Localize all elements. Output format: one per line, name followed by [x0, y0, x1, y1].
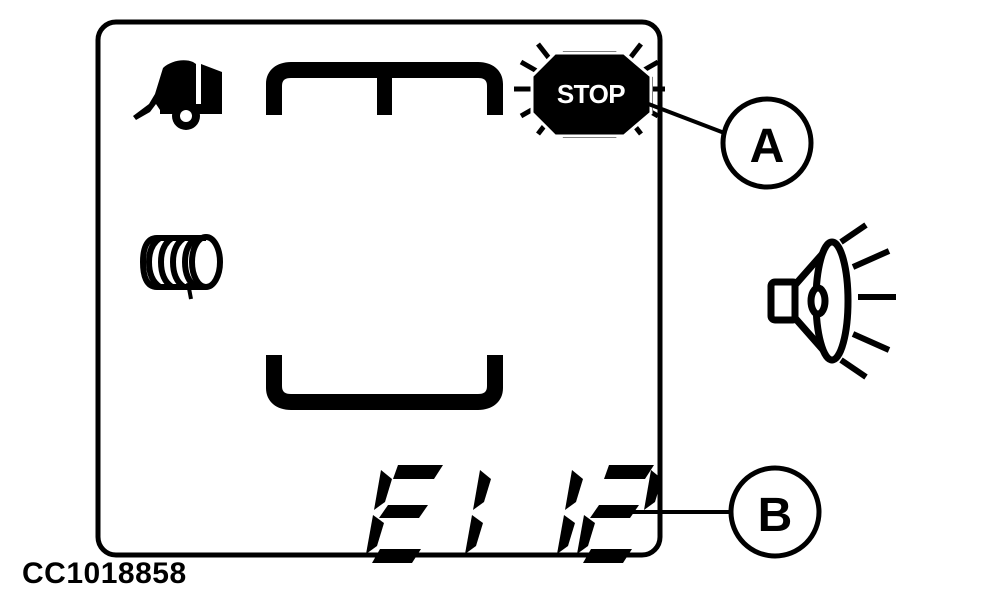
horn-sound-rays	[839, 222, 896, 380]
baler-machine-icon	[133, 60, 222, 130]
seven-segment-error-code	[366, 465, 662, 563]
alarm-horn-icon	[767, 222, 896, 380]
seg-char-1-second	[557, 470, 583, 554]
callout-a-label: A	[750, 120, 785, 173]
callout-b: B	[628, 465, 822, 559]
seg-char-E	[366, 465, 443, 563]
figure-caption: CC1018858	[22, 557, 187, 590]
horn-aperture	[807, 284, 829, 318]
wrapped-round-bale-icon	[139, 234, 223, 300]
seg-char-1-first	[465, 470, 491, 554]
stop-label: STOP	[557, 79, 625, 109]
stop-warning-icon: STOP	[514, 42, 665, 138]
callout-a: A	[637, 96, 814, 190]
stop-octagon-outline	[530, 51, 653, 138]
callout-b-circle	[728, 465, 822, 559]
callout-b-label: B	[758, 489, 793, 542]
upper-chamber-bracket	[266, 62, 503, 115]
lower-chamber-bracket	[266, 355, 503, 410]
callout-a-leader	[637, 98, 728, 136]
seg-char-2	[577, 465, 662, 563]
callout-a-circle	[720, 96, 814, 190]
